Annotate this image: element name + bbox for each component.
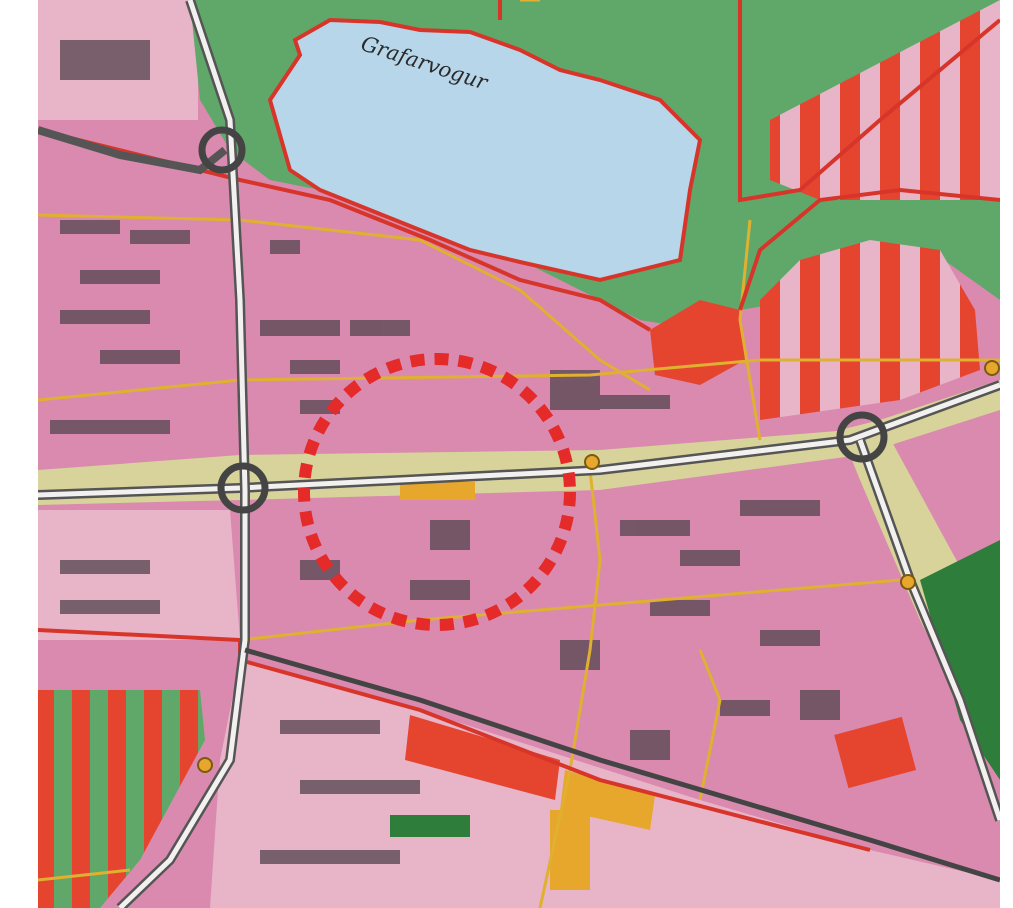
roundabouts — [198, 126, 888, 514]
highway-north-south — [116, 0, 250, 908]
dark-park-east — [920, 540, 1000, 780]
striped-zone-north — [770, 0, 1000, 200]
striped-zone-southwest — [38, 690, 205, 908]
highway-main — [37, 380, 1002, 500]
bus-stop-area — [400, 482, 475, 500]
small-park — [390, 815, 470, 837]
streets — [37, 0, 1000, 908]
left-margin — [0, 0, 38, 908]
station-column — [550, 810, 590, 890]
railway — [244, 647, 1001, 883]
highlight-circle — [298, 353, 576, 631]
striped-zone-east — [760, 240, 980, 420]
water-body — [267, 17, 703, 283]
highway-northwest — [36, 126, 228, 175]
boundary-lines — [37, 0, 1002, 852]
highway-southeast — [855, 438, 1005, 822]
zone-west — [38, 510, 240, 640]
public-service-block — [834, 716, 917, 789]
right-margin — [1000, 0, 1013, 908]
public-service-strip — [405, 715, 560, 800]
small-junctions — [197, 360, 1000, 773]
road-buffer — [38, 380, 1000, 505]
